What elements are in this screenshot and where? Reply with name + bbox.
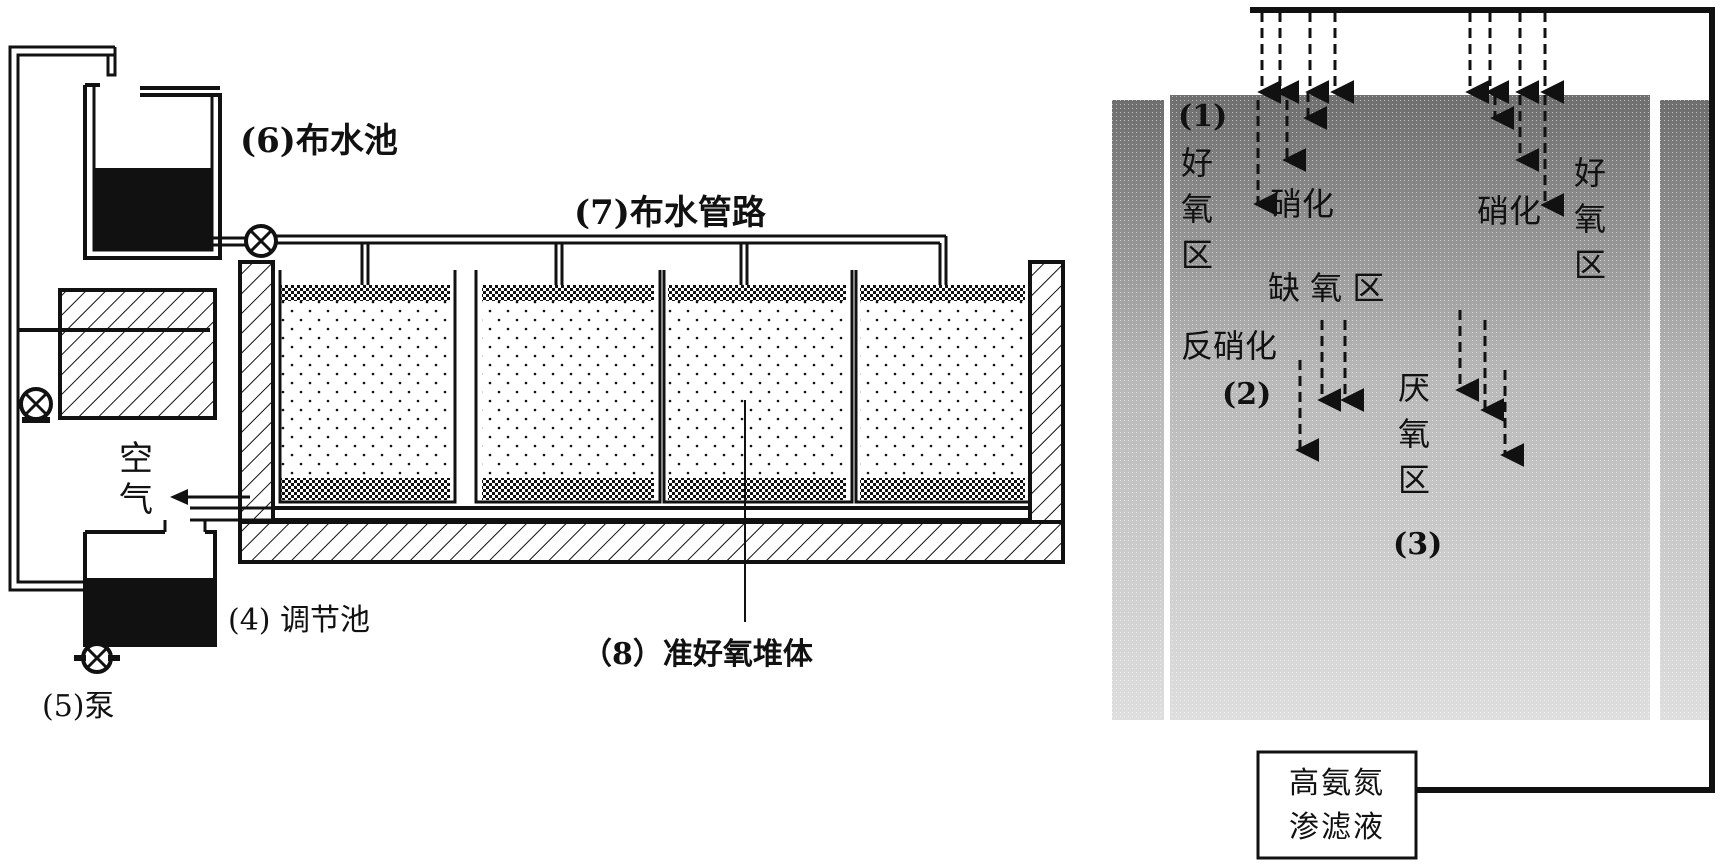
aerobic-right-label: 好氧区 — [1573, 154, 1606, 284]
anaerobic-number: (3) — [1393, 527, 1443, 562]
leachate-label-line2: 渗滤液 — [1289, 810, 1385, 845]
pile-compartment — [662, 270, 854, 504]
aerobic-left-number: (1) — [1178, 99, 1228, 134]
air-label-line1: 空 — [119, 439, 153, 479]
pile-compartment — [278, 270, 457, 504]
water-tank-label: (6)布水池 — [240, 121, 398, 161]
leachate-label-line1: 高氨氮 — [1289, 766, 1385, 801]
denitrification-label: 反硝化 — [1181, 327, 1278, 365]
regulating-tank — [83, 520, 217, 647]
pump-icon — [74, 642, 120, 674]
air-label-line2: 气 — [119, 480, 153, 520]
pile-compartment — [854, 270, 1028, 504]
water-level — [94, 168, 212, 250]
pump-label: (5)泵 — [42, 689, 115, 724]
pile-label: （8）准好氧堆体 — [582, 637, 813, 672]
return-pipe — [8, 45, 117, 592]
pile-compartment — [474, 270, 662, 504]
nitrification-left: 硝化 — [1270, 185, 1335, 223]
valve-icon — [244, 224, 278, 258]
regulating-tank-label: (4) 调节池 — [228, 603, 371, 638]
water-distribution-tank — [83, 83, 222, 260]
air-outlet-arrow — [170, 489, 273, 522]
anoxic-number: (2) — [1222, 377, 1272, 412]
nitrification-right: 硝化 — [1477, 192, 1542, 230]
liquid-level — [85, 578, 215, 645]
landfill-zone-diagram — [1112, 7, 1715, 860]
anaerobic-label: 厌氧区 — [1397, 369, 1430, 499]
aerobic-left-label: 好氧区 — [1180, 144, 1213, 274]
filter-block — [18, 288, 217, 420]
leachate-flow-arrows — [1253, 12, 1565, 467]
leachate-box — [1256, 750, 1418, 860]
pipeline-label: (7)布水管路 — [574, 193, 766, 233]
pile-basin — [238, 260, 1065, 564]
anoxic-zone-label: 缺 氧 区 — [1268, 269, 1385, 307]
valve-icon — [19, 387, 53, 423]
